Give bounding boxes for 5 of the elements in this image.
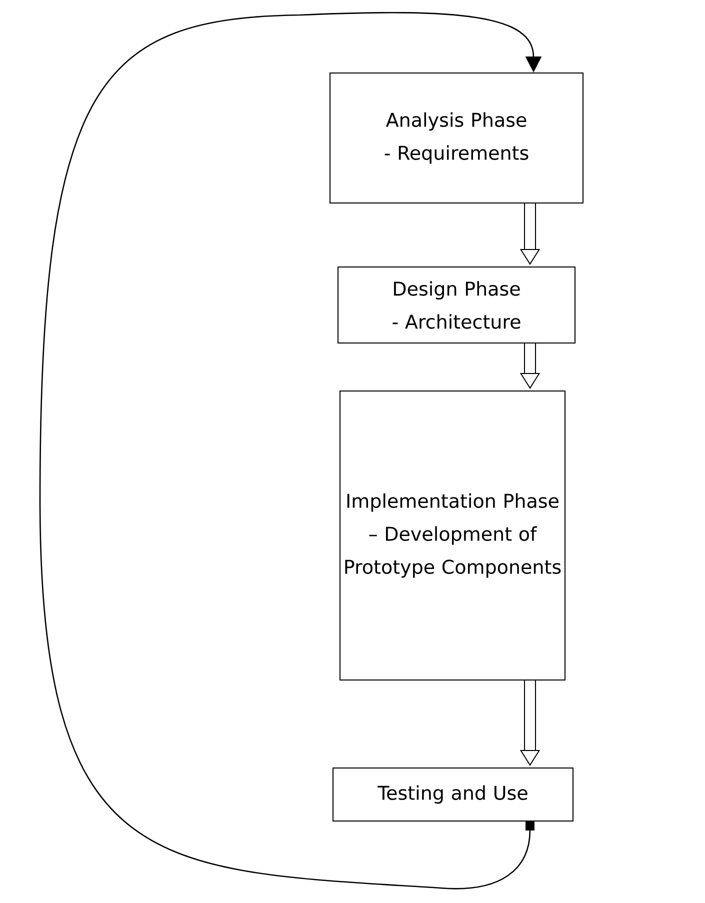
process-box: Implementation Phase – Development of Prototype Components bbox=[340, 390, 566, 680]
process-box: Analysis Phase - Requirements bbox=[330, 72, 584, 204]
loop-arrow bbox=[39, 12, 542, 890]
process-box: Testing and Use bbox=[332, 768, 574, 822]
process-box: Design Phase - Architecture bbox=[338, 266, 576, 344]
